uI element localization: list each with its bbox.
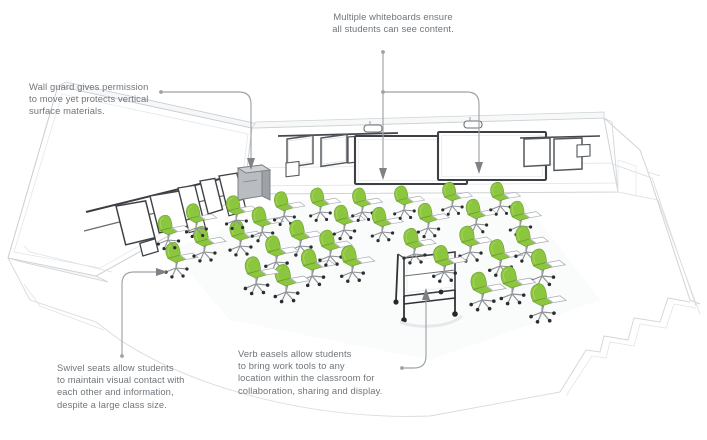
callout-swivel-seats: Swivel seats allow students to maintain …	[57, 362, 185, 410]
leader-wall-guard	[159, 90, 255, 170]
projector-icon	[363, 121, 383, 133]
callout-verb-easels: Verb easels allow students to bring work…	[238, 348, 383, 396]
storage-cabinet	[236, 164, 272, 201]
whiteboard-panel-group-right	[519, 135, 601, 172]
leader-swivel-seats	[120, 268, 168, 358]
projector-icon-2	[463, 117, 483, 129]
callout-whiteboards: Multiple whiteboards ensure all students…	[332, 11, 454, 35]
floor-cutaway-edges	[7, 257, 697, 417]
leader-verb-easel	[400, 288, 430, 370]
floor-plane	[96, 170, 700, 420]
leader-whiteboards	[379, 50, 483, 180]
right-wall-cutaway	[603, 117, 701, 315]
leader-lines	[120, 50, 483, 370]
callout-wall-guard: Wall guard gives permission to move yet …	[29, 81, 149, 117]
